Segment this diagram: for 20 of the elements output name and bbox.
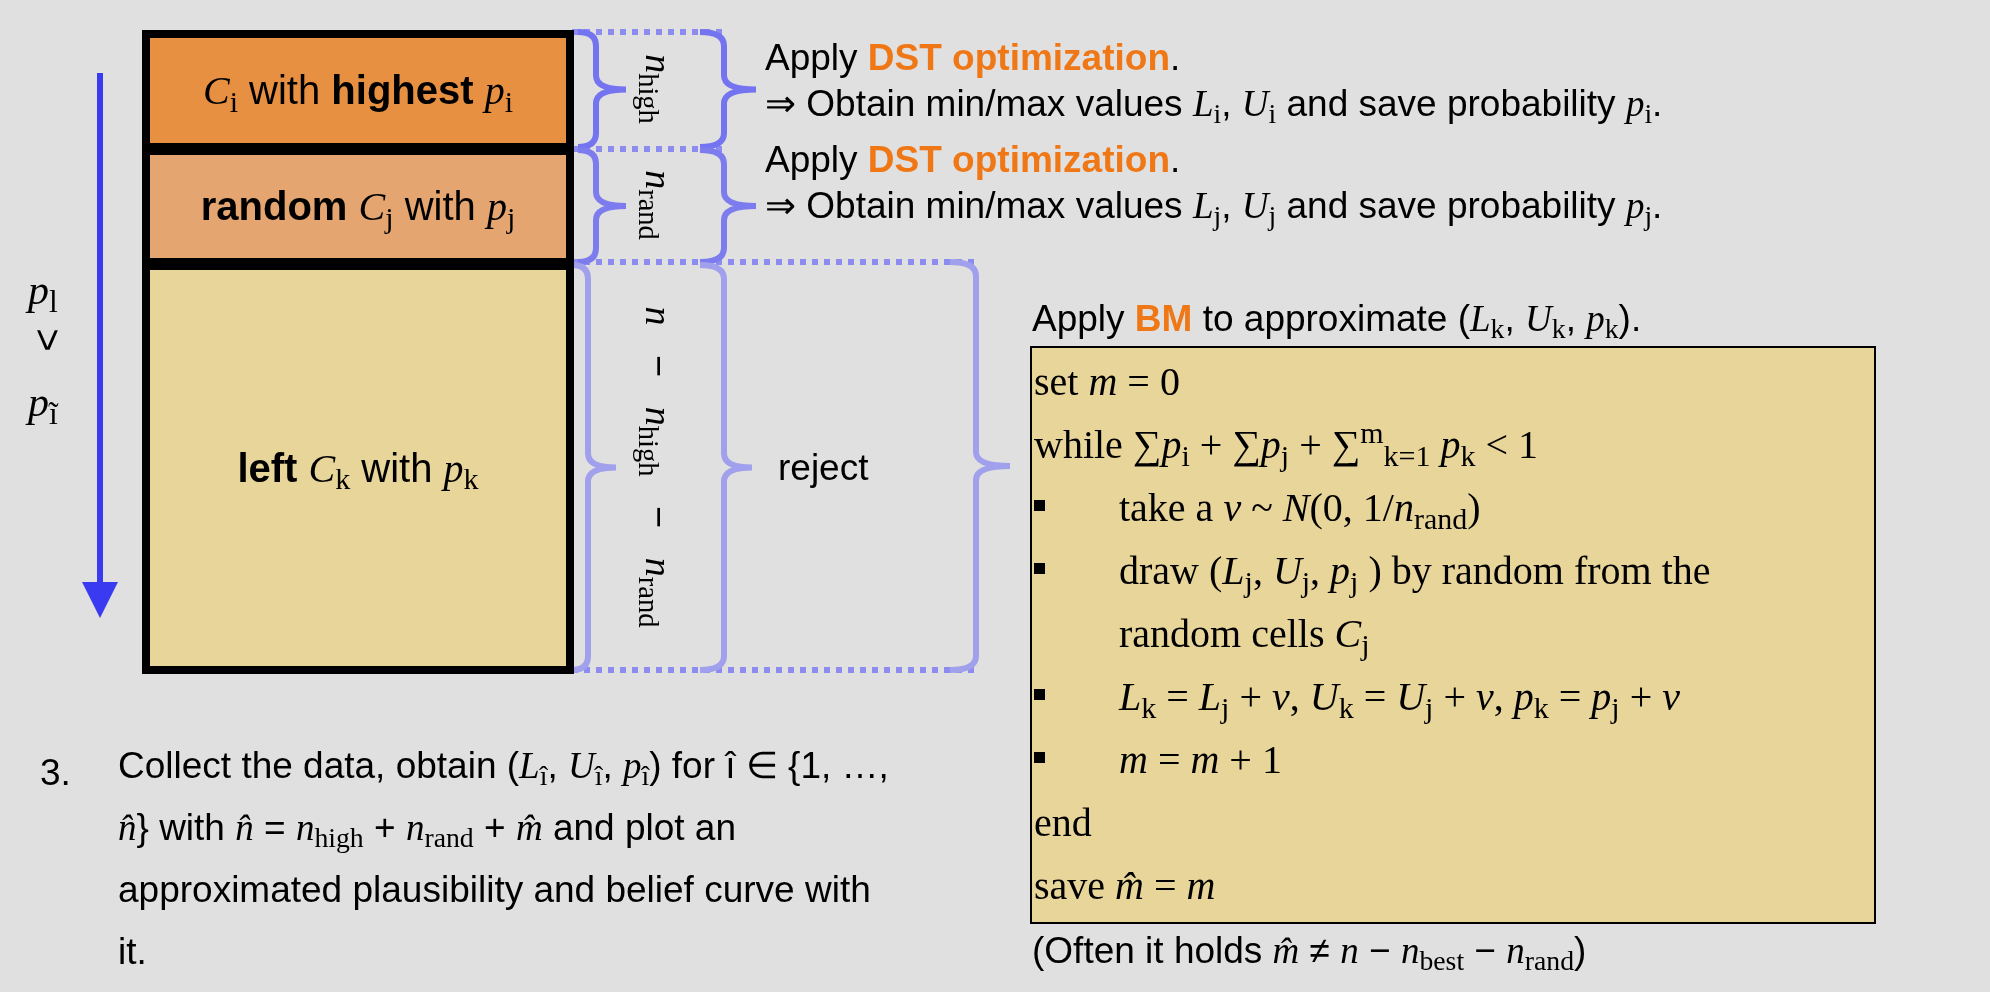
instruction-text: Apply DST optimization. <box>765 138 1181 182</box>
note-text: Collect the data, obtain (L$_{î}$, U$_{î}$, p$_{î}$) for î ∈ {1, …, n̂} with n̂ = n$_{high}$ + n$_{rand}$ + m̂ and plot an approximated plausibility and belief curve with it. <box>118 744 890 974</box>
box-label: left C$_{k}$ with p$_{k}$ <box>237 444 479 497</box>
algorithm-line: while ∑p$_{i}$ + ∑p$_{j}$ + ∑$^{m}$$_{k=1}$ p$_{k}$ < 1 <box>1034 415 1539 474</box>
note-text: ⇒ Obtain min/max values L$_{i}$, U$_{i}$ and save probability p$_{i}$. <box>765 82 1663 131</box>
box-label: random C$_{j}$ with p$_{j}$ <box>200 183 516 236</box>
algorithm-line: end <box>1034 799 1092 847</box>
algorithm-line: save m̂ = m <box>1034 862 1216 910</box>
math-label: > <box>24 328 71 352</box>
heading-text: Apply BM to approximate (L$_{k}$, U$_{k}$, p$_{k}$). <box>1032 297 1642 342</box>
note-text: 3. <box>40 751 71 795</box>
note-text: (Often it holds m̂ ≠ n − n$_{best}$ − n$_{rand}$) <box>1032 929 1587 976</box>
note-text: reject <box>778 446 869 490</box>
note-text: ⇒ Obtain min/max values L$_{j}$, U$_{j}$ and save probability p$_{j}$. <box>765 184 1663 233</box>
algorithm-step: L$_{k}$ = L$_{j}$ + v, U$_{k}$ = U$_{j}$ + v, p$_{k}$ = p$_{j}$ + v <box>1119 665 1819 728</box>
algorithm-step: take a v ~ N(0, 1/n$_{rand}$) <box>1119 476 1819 539</box>
algorithm-line: set m = 0 <box>1034 358 1180 406</box>
instruction-text: Apply DST optimization. <box>765 36 1181 80</box>
box-label: C$_{i}$ with highest p$_{i}$ <box>202 67 514 120</box>
algorithm-step: m = m + 1 <box>1119 728 1819 791</box>
